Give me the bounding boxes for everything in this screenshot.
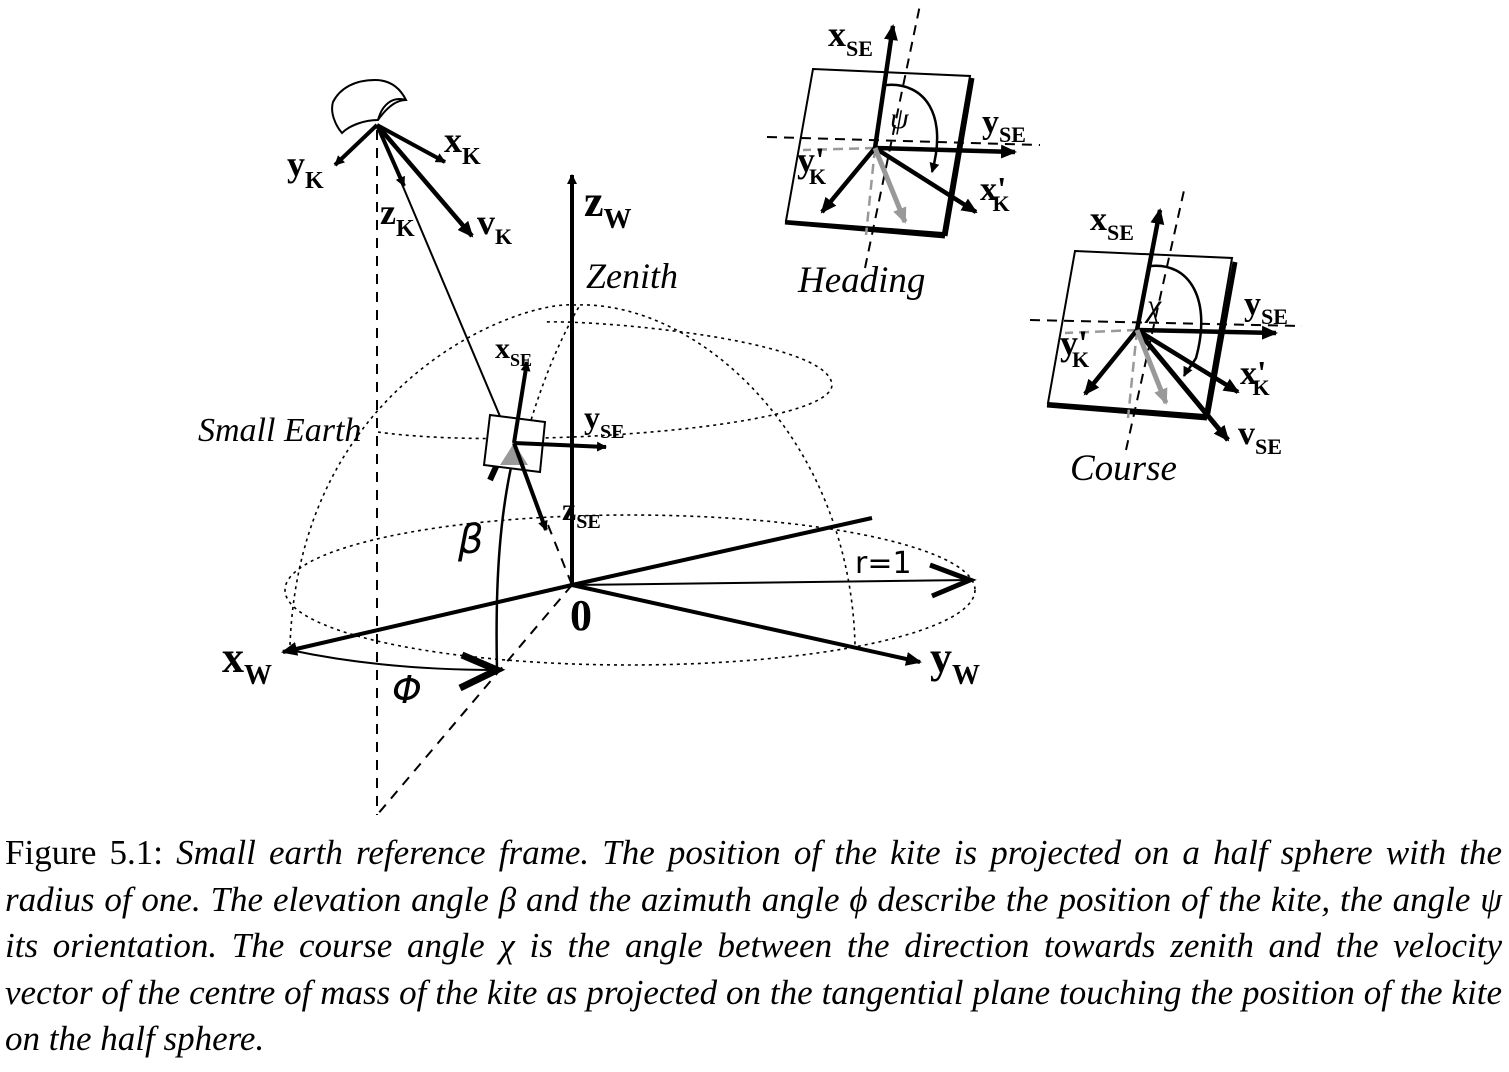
heading-plane-shadow-right [942,77,975,237]
x-w-axis [281,583,573,656]
psi-label: ψ [890,102,910,135]
course-x-se-arrow [1134,208,1165,331]
course-x-k-arrow [1135,328,1240,394]
y-se-label: ySE [584,399,624,443]
course-y-se-label: ySE [1244,286,1288,329]
ground-projection [376,584,573,816]
phi-label: Φ [392,668,422,712]
z-w-label: zW [584,177,632,235]
heading-dashed-axis-1 [766,136,1041,146]
z-se-arrow [512,442,548,531]
heading-x-k-label: x'K [980,171,1010,216]
heading-angle-arc [885,83,940,173]
course-v-se-label: vSE [1238,415,1282,459]
course-dashed-axis-1 [1029,319,1303,327]
heading-dashed-axis-2 [864,4,921,269]
course-title: Course [1070,448,1177,489]
world-axes [281,174,977,666]
meridian-arc [519,304,581,461]
heading-x-se-arrow [872,24,898,149]
hemisphere-group [284,304,976,666]
heading-plane-shadow-bottom [784,219,946,239]
hemisphere-dome [289,304,856,646]
kite-reference-frame-diagram: zW xW yW 0 Zenith Small Earth r=1 β Φ xS… [198,4,1303,816]
figure-caption: Figure 5.1: Small earth reference frame.… [5,830,1502,1063]
equator-ellipse [284,514,976,666]
heading-x-k-arrow [873,146,978,214]
course-y-se-arrow [1136,325,1278,340]
heading-x-se-label: xSE [828,14,873,61]
course-angle-arc [1149,264,1203,377]
kite-icon-fold [377,98,407,121]
y-w-axis [571,583,922,666]
v-k-label: vK [477,202,512,249]
y-w-label: yW [930,633,980,691]
zenith-label: Zenith [586,256,678,296]
caption-text: Small earth reference frame. The positio… [5,833,1503,1058]
x-se-label: xSE [495,332,532,370]
caption-label: Figure 5.1: [5,833,163,872]
heading-y-k-label: y'K [797,140,826,189]
course-dashed-grey [1064,328,1138,335]
chi-label: χ [1144,287,1162,323]
heading-y-k-arrow [820,146,877,214]
kite-icon [331,78,408,135]
y-k-label: yK [287,144,324,194]
y-se-arrow [513,441,607,452]
course-v-se-arrow [1135,328,1230,442]
kite-frame [331,78,474,238]
azimuth-arc [289,649,498,671]
small-earth-frame [482,361,607,531]
azimuth-arrowhead [458,651,506,692]
tether-dashed [547,524,573,586]
course-velocity-grey-arrow [1134,329,1169,405]
origin-label: 0 [570,591,592,640]
back-axis [571,516,873,587]
x-w-label: xW [222,633,272,691]
course-x-k-label: x'K [1240,355,1270,400]
course-y-k-label: y'K [1060,323,1089,372]
beta-label: β [457,517,484,563]
z-se-label: zSE [562,491,601,533]
course-plane-shadow-bottom [1046,402,1208,421]
v-k-arrow [375,123,474,238]
x-k-arrow [376,123,446,164]
radius-arrowhead [929,562,977,599]
radius-line [571,579,971,586]
heading-dashed-grey-down [864,147,877,236]
z-k-label: zK [380,192,415,242]
course-dashed-axis-2 [1125,185,1186,451]
y-k-arrow [333,123,379,167]
course-y-k-arrow [1083,328,1139,396]
course-x-se-label: xSE [1090,201,1134,245]
x-se-arrow [512,361,531,444]
course-plane-shadow-right [1204,261,1238,419]
heading-inset: ψ xSE ySE y'K x'K Heading [766,4,1041,301]
z-k-arrow [375,124,406,187]
small-earth-label: Small Earth [198,412,361,449]
heading-velocity-arrow [872,147,908,224]
course-dashed-grey-down [1126,329,1139,419]
course-inset: χ xSE ySE y'K x'K vSE Course [1029,185,1303,489]
x-k-label: xK [444,120,481,170]
heading-y-se-arrow [874,144,1017,159]
heading-dashed-grey [802,146,876,152]
radius-label: r=1 [855,546,912,581]
elevation-arc [495,449,517,671]
heading-y-se-label: ySE [982,104,1026,147]
heading-title: Heading [797,260,925,301]
